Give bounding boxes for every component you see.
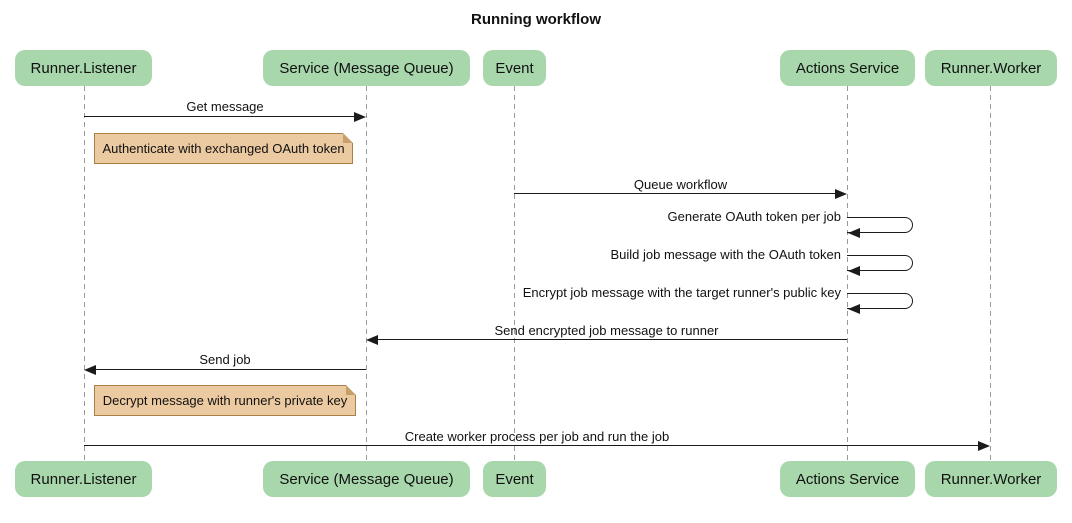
self-loop-line	[847, 293, 913, 309]
actor-top-event: Event	[483, 50, 546, 86]
arrowhead-left-icon	[366, 335, 378, 345]
message-line-send-encrypted-job	[377, 339, 847, 340]
actor-top-actions-service: Actions Service	[780, 50, 915, 86]
message-label-queue-workflow: Queue workflow	[633, 177, 728, 192]
message-line-send-job	[95, 369, 366, 370]
message-label-get-message: Get message	[186, 99, 264, 114]
arrowhead-right-icon	[978, 441, 990, 451]
message-line-get-message	[84, 116, 355, 117]
diagram-title: Running workflow	[471, 11, 601, 28]
lifeline-runner-worker	[990, 86, 991, 461]
actor-top-runner-worker: Runner.Worker	[925, 50, 1057, 86]
note-text: Decrypt message with runner's private ke…	[102, 393, 348, 408]
self-loop-line	[847, 217, 913, 233]
actor-bottom-event: Event	[483, 461, 546, 497]
arrowhead-right-icon	[354, 112, 366, 122]
note-authenticate: Authenticate with exchanged OAuth token	[94, 133, 353, 164]
note-fold-corner-icon	[346, 385, 356, 395]
actor-bottom-actions-service: Actions Service	[780, 461, 915, 497]
actor-bottom-service-message-queue: Service (Message Queue)	[263, 461, 470, 497]
arrowhead-left-icon	[848, 304, 860, 314]
message-label-generate-oauth-token: Generate OAuth token per job	[667, 209, 841, 224]
message-label-create-worker: Create worker process per job and run th…	[404, 429, 670, 444]
arrowhead-right-icon	[835, 189, 847, 199]
actor-bottom-runner-worker: Runner.Worker	[925, 461, 1057, 497]
lifeline-service-message-queue	[366, 86, 367, 461]
actor-bottom-runner-listener: Runner.Listener	[15, 461, 152, 497]
note-text: Authenticate with exchanged OAuth token	[102, 141, 345, 156]
actor-top-runner-listener: Runner.Listener	[15, 50, 152, 86]
self-loop-line	[847, 255, 913, 271]
actor-top-service-message-queue: Service (Message Queue)	[263, 50, 470, 86]
message-label-encrypt-job-message: Encrypt job message with the target runn…	[522, 285, 841, 300]
note-decrypt: Decrypt message with runner's private ke…	[94, 385, 356, 416]
lifeline-actions-service	[847, 86, 848, 461]
arrowhead-left-icon	[848, 228, 860, 238]
arrowhead-left-icon	[84, 365, 96, 375]
lifeline-runner-listener	[84, 86, 85, 461]
message-label-build-job-message: Build job message with the OAuth token	[610, 247, 841, 262]
message-label-send-encrypted-job: Send encrypted job message to runner	[494, 323, 719, 338]
message-line-queue-workflow	[514, 193, 836, 194]
message-label-send-job: Send job	[199, 352, 251, 367]
lifeline-event	[514, 86, 515, 461]
message-line-create-worker	[84, 445, 979, 446]
note-fold-corner-icon	[343, 133, 353, 143]
arrowhead-left-icon	[848, 266, 860, 276]
